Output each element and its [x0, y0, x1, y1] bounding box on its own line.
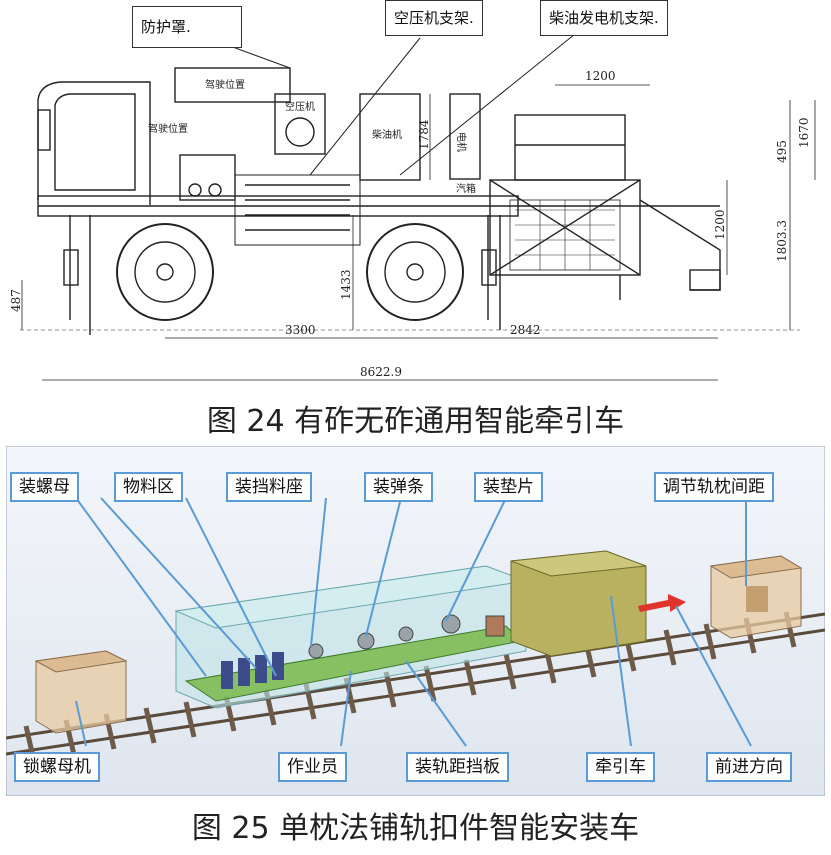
tank-label: 汽箱 — [456, 182, 476, 195]
generator-bracket-label: 柴油发电机支架. — [540, 0, 668, 36]
dim-2842: 2842 — [510, 323, 541, 337]
diesel-label: 柴油机 — [372, 128, 402, 141]
driver-position-top: 驾驶位置 — [205, 78, 245, 91]
dim-1200-side: 1200 — [713, 209, 727, 240]
generator-label: 电机 — [455, 132, 468, 152]
dim-8622: 8622.9 — [360, 365, 402, 379]
label-gauge-plate: 装轨距挡板 — [406, 752, 509, 782]
figure-25-caption: 图 25 单枕法铺轨扣件智能安装车 — [191, 811, 640, 846]
label-sleeper-spacing: 调节轨枕间距 — [654, 472, 774, 502]
figure-24-caption: 图 24 有砟无砟通用智能牵引车 — [206, 404, 625, 439]
compressor-bracket-label: 空压机支架. — [385, 0, 483, 36]
label-spring: 装弹条 — [364, 472, 433, 502]
label-direction: 前进方向 — [706, 752, 792, 782]
label-operator: 作业员 — [278, 752, 347, 782]
dim-1670: 1670 — [797, 117, 811, 148]
dim-495: 495 — [775, 140, 789, 163]
dim-1433: 1433 — [339, 269, 353, 300]
label-stop-seat: 装挡料座 — [226, 472, 312, 502]
label-tractor: 牵引车 — [586, 752, 655, 782]
label-lock-machine: 锁螺母机 — [14, 752, 100, 782]
dim-487: 487 — [9, 289, 23, 312]
label-pad: 装垫片 — [474, 472, 543, 502]
figure-24-drawing: 驾驶位置 驾驶位置 空压机 柴油机 电机 汽箱 1200 1670 495 17… — [0, 0, 831, 390]
dim-1784: 1784 — [417, 119, 431, 150]
dim-3300: 3300 — [285, 323, 316, 337]
label-nut: 装螺母 — [10, 472, 79, 502]
dim-1803: 1803.3 — [775, 220, 789, 262]
guard-label: 防护罩. — [132, 6, 242, 48]
figure-25-render: 装螺母 物料区 装挡料座 装弹条 装垫片 调节轨枕间距 锁螺母机 作业员 装轨距… — [5, 445, 826, 797]
label-material: 物料区 — [114, 472, 183, 502]
dim-1200-top: 1200 — [585, 69, 616, 83]
driver-position-side: 驾驶位置 — [148, 122, 188, 135]
tractor-drawing: 驾驶位置 驾驶位置 空压机 柴油机 电机 汽箱 1200 1670 495 17… — [9, 29, 816, 381]
install-vehicle-render — [5, 445, 826, 797]
compressor-label: 空压机 — [285, 100, 315, 113]
